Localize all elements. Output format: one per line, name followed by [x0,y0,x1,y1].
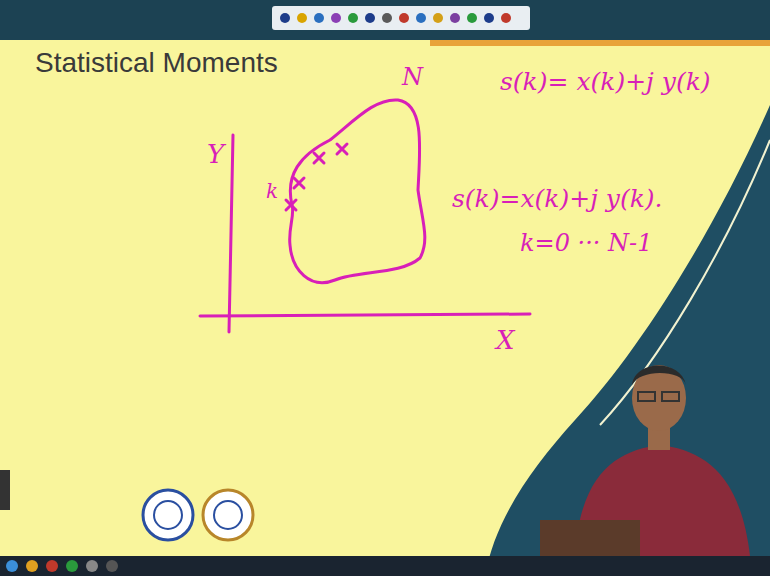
equation: s(k)=x(k)+j y(k). [452,185,663,213]
axis-label: Y [207,140,224,169]
sample-mark [314,153,324,163]
point-label: k [266,180,278,202]
sample-mark [286,200,296,210]
x-axis [200,314,530,316]
equation: s(k)= x(k)+j y(k) [500,68,711,96]
accent-strip [430,40,770,46]
y-axis [229,135,233,332]
pink-ink [200,100,530,332]
taskbar [0,556,770,576]
boundary-contour [290,100,425,283]
side-tab [0,470,10,510]
wave-line [600,140,770,425]
sample-mark [294,178,304,188]
index-range: k=0 ··· N-1 [520,230,652,256]
toolbar [272,6,530,30]
header-band [0,0,770,40]
toolbar-icons [280,13,511,23]
presenter [540,365,750,556]
point-label: N [402,64,423,90]
teal-wave [485,105,770,576]
taskbar-icons [6,560,118,572]
sample-mark [337,144,347,154]
logos [143,490,253,540]
slide-title: Statistical Moments [35,48,278,79]
axis-label: X [496,326,515,355]
